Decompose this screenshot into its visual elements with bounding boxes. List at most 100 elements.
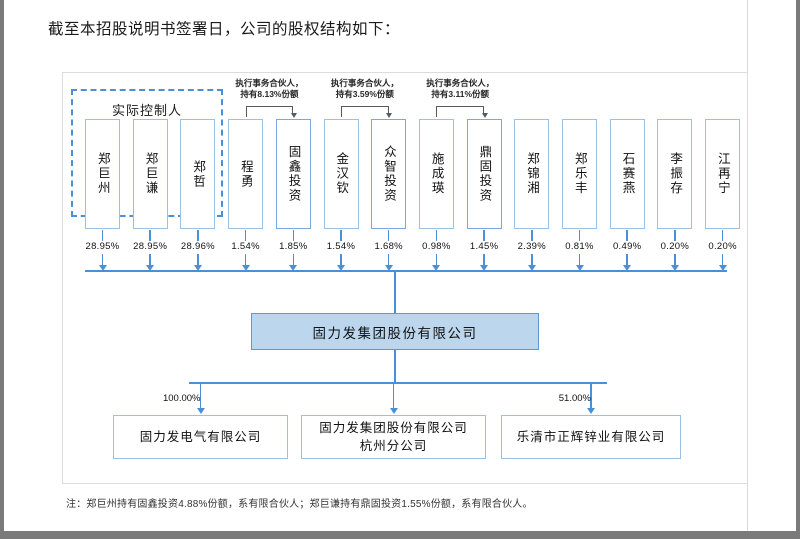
shareholder-arrowhead-13: [670, 265, 679, 271]
shareholder-stem-upper-2: [149, 230, 151, 241]
shareholder-arrowhead-2: [146, 265, 155, 271]
shareholder-box-11: 郑乐丰: [562, 119, 597, 229]
shareholder-arrowhead-9: [480, 265, 489, 271]
subsidiary-arrowhead-3: [587, 408, 595, 414]
shareholder-stem-lower-7: [387, 254, 390, 267]
shareholder-stem-upper-11: [578, 230, 581, 241]
subsidiary-percent-3: 51.00%: [558, 393, 591, 404]
subsidiary-percent-1: 100.00%: [162, 393, 201, 404]
subsidiary-bus-line: [189, 382, 607, 384]
shareholder-stem-upper-8: [435, 230, 438, 241]
shareholder-box-4: 程勇: [228, 119, 264, 229]
shareholder-name: 郑乐丰: [572, 152, 587, 196]
page-title: 截至本招股说明书签署日，公司的股权结构如下：: [48, 21, 401, 38]
bracket-right-leg: [292, 106, 294, 115]
shareholder-percent-12: 0.49%: [612, 241, 642, 252]
bracket-top: [436, 106, 485, 107]
shareholder-box-14: 江再宁: [705, 119, 741, 229]
shareholder-box-2: 郑巨谦: [132, 119, 168, 229]
partner-note-line2: 持有3.11%份额: [431, 89, 490, 100]
equity-structure-diagram: 实际控制人 郑巨州郑巨谦郑哲程勇固鑫投资金汉钦众智投资施成瑛鼎固投资郑锦湘郑乐丰…: [62, 72, 748, 484]
partner-note-1: 执行事务合伙人，持有8.13%份额: [223, 78, 315, 101]
partner-note-line2: 持有8.13%份额: [240, 89, 299, 100]
bracket-top: [245, 106, 294, 107]
shareholder-arrowhead-4: [241, 265, 250, 271]
shareholder-percent-8: 0.98%: [422, 241, 451, 252]
bracket-left-leg: [436, 106, 438, 117]
partner-bracket-3: [436, 106, 488, 119]
shareholder-arrowhead-1: [98, 265, 107, 271]
bracket-right-leg: [483, 106, 485, 115]
shareholder-stem-lower-1: [101, 254, 104, 267]
shareholder-name: 石赛燕: [620, 152, 635, 196]
shareholder-stem-lower-6: [340, 254, 342, 267]
partner-note-line1: 执行事务合伙人，: [235, 78, 304, 88]
shareholder-box-9: 鼎固投资: [466, 119, 502, 229]
shareholder-box-1: 郑巨州: [85, 119, 120, 229]
partner-note-3: 执行事务合伙人，持有3.11%份额: [414, 78, 506, 101]
shareholder-name: 固鑫投资: [286, 145, 301, 203]
shareholder-box-3: 郑哲: [180, 119, 216, 229]
bracket-arrowhead: [481, 113, 488, 118]
shareholder-name: 程勇: [238, 159, 253, 189]
shareholder-arrowhead-5: [289, 265, 298, 271]
shareholder-stem-upper-3: [197, 230, 199, 241]
subsidiary-stem-2: [392, 382, 395, 410]
shareholder-box-8: 施成瑛: [418, 119, 454, 229]
shareholder-stem-upper-12: [626, 230, 628, 241]
shareholder-name: 李振存: [668, 152, 683, 196]
shareholder-stem-lower-2: [149, 254, 151, 267]
shareholder-stem-upper-7: [387, 230, 390, 241]
shareholder-box-13: 李振存: [657, 119, 693, 229]
shareholder-box-10: 郑锦湘: [514, 119, 550, 229]
subsidiary-drop-line: [394, 350, 396, 383]
shareholder-percent-2: 28.95%: [133, 241, 168, 252]
shareholder-name: 金汉钦: [334, 152, 349, 196]
bracket-left-leg: [341, 106, 342, 117]
shareholder-stem-lower-5: [292, 254, 295, 267]
footnote: 注：郑巨州持有固鑫投资4.88%份额，系有限合伙人；郑巨谦持有鼎固投资1.55%…: [66, 499, 533, 510]
shareholder-percent-9: 1.45%: [469, 241, 499, 252]
bracket-right-leg: [387, 106, 389, 115]
shareholder-stem-upper-14: [721, 230, 724, 241]
shareholder-percent-10: 2.39%: [517, 241, 547, 252]
shareholder-stem-lower-10: [531, 254, 533, 267]
partner-note-2: 执行事务合伙人，持有3.59%份额: [319, 78, 411, 101]
shareholder-stem-upper-10: [531, 230, 533, 241]
shareholder-percent-5: 1.85%: [279, 241, 308, 252]
subsidiary-box-1: 固力发电气有限公司: [113, 415, 288, 459]
partner-note-line2: 持有3.59%份额: [335, 89, 394, 100]
shareholder-name: 众智投资: [381, 145, 396, 203]
shareholder-box-12: 石赛燕: [609, 119, 645, 229]
shareholder-name: 郑哲: [191, 159, 206, 189]
shareholder-arrowhead-10: [527, 265, 536, 271]
shareholder-name: 郑巨谦: [143, 152, 158, 196]
shareholder-stem-lower-9: [483, 254, 485, 267]
partner-note-line1: 执行事务合伙人，: [426, 78, 495, 88]
shareholder-percent-14: 0.20%: [708, 241, 737, 252]
bracket-arrowhead: [386, 113, 393, 118]
shareholder-stem-lower-11: [578, 254, 581, 267]
partner-note-line1: 执行事务合伙人，: [330, 78, 399, 88]
shareholder-name: 江再宁: [715, 152, 730, 196]
shareholder-name: 施成瑛: [429, 152, 444, 196]
shareholder-arrowhead-14: [718, 265, 727, 271]
shareholder-stem-upper-6: [340, 230, 342, 241]
document-page: 截至本招股说明书签署日，公司的股权结构如下： 实际控制人 郑巨州郑巨谦郑哲程勇固…: [4, 0, 796, 531]
shareholder-box-5: 固鑫投资: [275, 119, 311, 229]
bracket-arrowhead: [290, 113, 297, 118]
shareholder-box-6: 金汉钦: [323, 119, 359, 229]
shareholder-percent-3: 28.96%: [180, 241, 215, 252]
shareholder-name: 郑锦湘: [525, 152, 540, 196]
shareholder-arrowhead-8: [432, 265, 441, 271]
shareholder-arrowhead-12: [623, 265, 632, 271]
shareholder-percent-6: 1.54%: [326, 241, 356, 252]
shareholder-arrowhead-3: [193, 265, 202, 271]
subsidiary-stem-1: [199, 382, 202, 410]
shareholder-box-7: 众智投资: [371, 119, 407, 229]
shareholder-stem-lower-4: [244, 254, 247, 267]
shareholder-name: 鼎固投资: [477, 145, 492, 203]
main-company-box: 固力发集团股份有限公司: [251, 313, 539, 350]
shareholder-stem-upper-4: [244, 230, 247, 241]
subsidiary-name: 乐清市正辉锌业有限公司: [516, 429, 666, 444]
